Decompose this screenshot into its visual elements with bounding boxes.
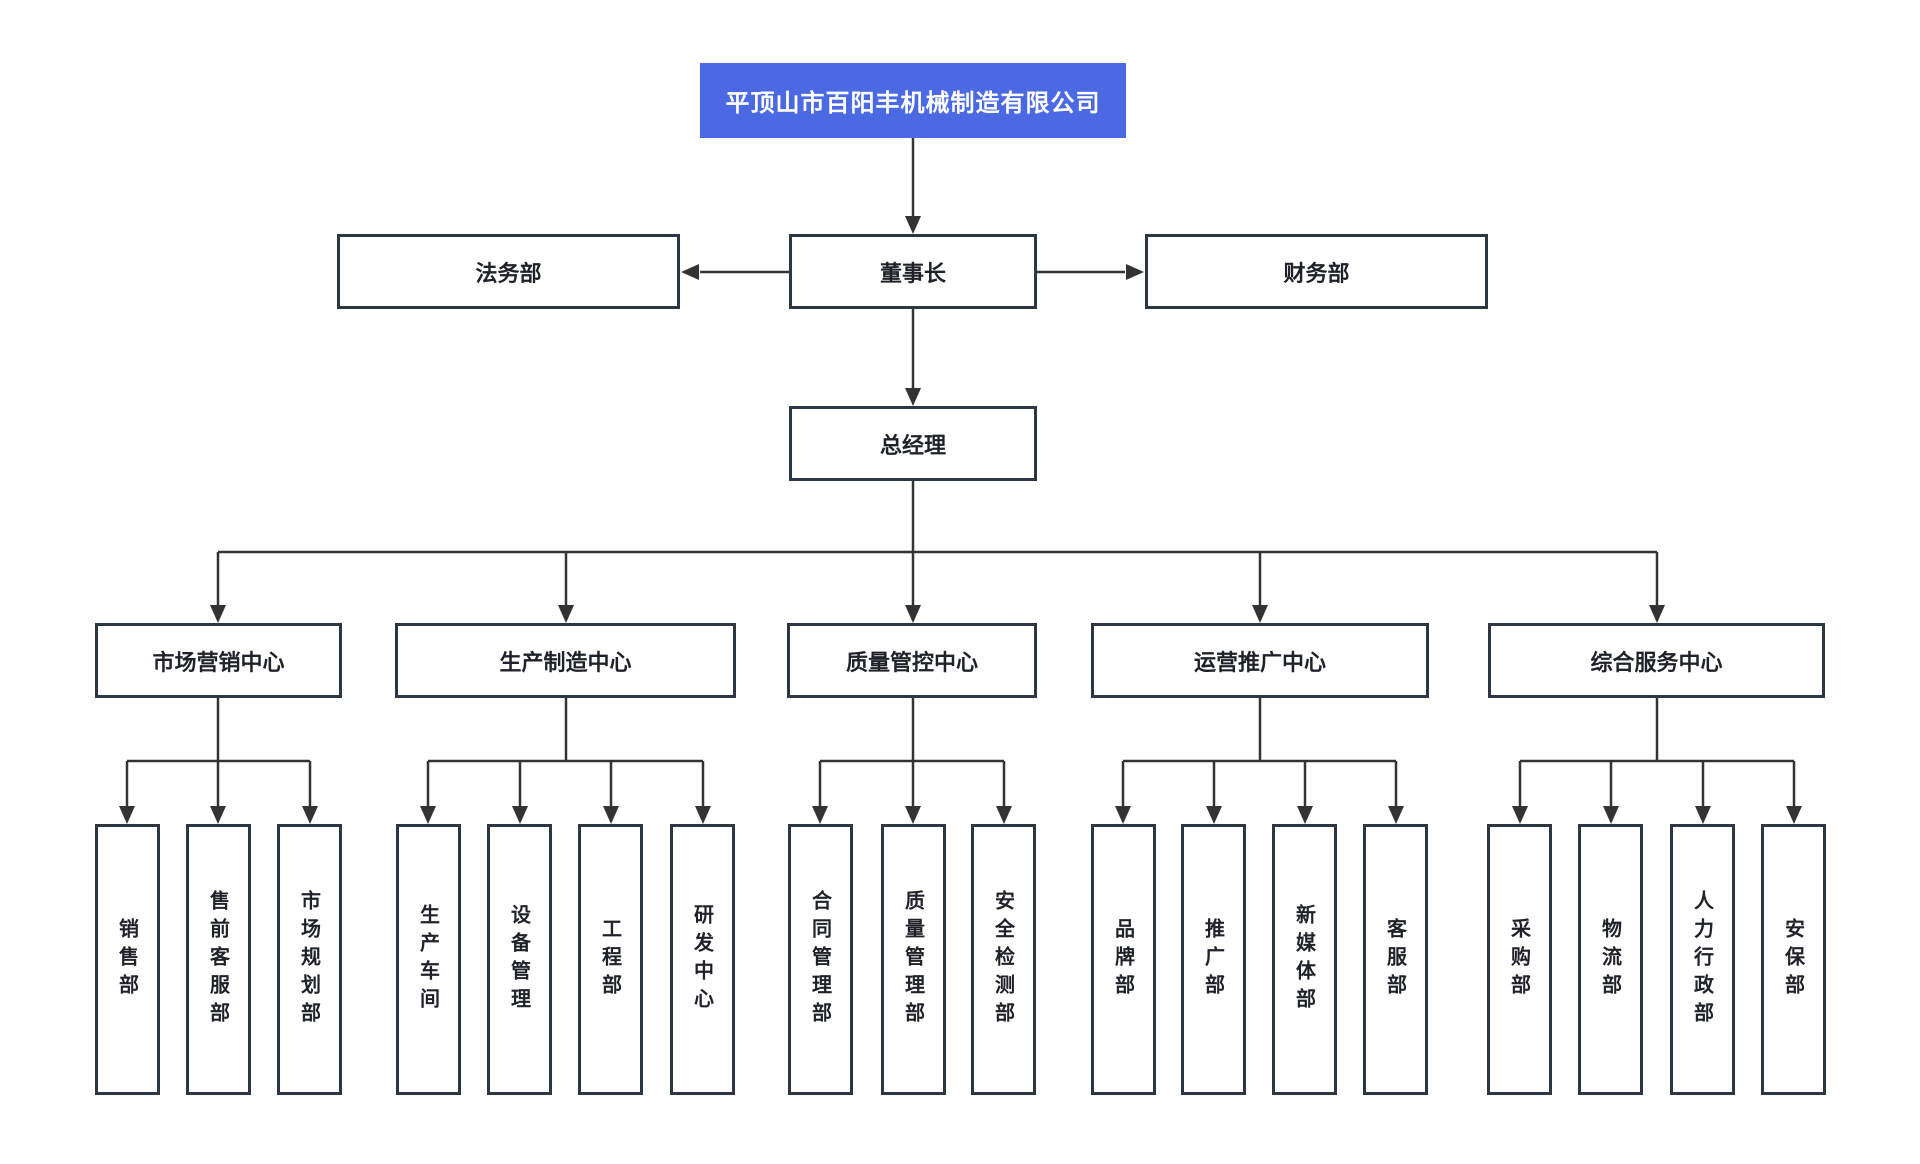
dept-label: 人力行政部 bbox=[1690, 889, 1715, 1030]
dept-production-workshop-node: 生产车间 bbox=[396, 824, 461, 1095]
general-manager-node: 总经理 bbox=[789, 406, 1037, 481]
dept-hr-admin-node: 人力行政部 bbox=[1670, 824, 1735, 1095]
center-marketing-node: 市场营销中心 bbox=[95, 623, 342, 698]
dept-brand-node: 品牌部 bbox=[1091, 824, 1156, 1095]
dept-contract-management-node: 合同管理部 bbox=[788, 824, 853, 1095]
dept-label: 采购部 bbox=[1507, 917, 1532, 1002]
dept-procurement-node: 采购部 bbox=[1487, 824, 1552, 1095]
dept-security-node: 安保部 bbox=[1761, 824, 1826, 1095]
dept-label: 物流部 bbox=[1598, 917, 1623, 1002]
dept-label: 品牌部 bbox=[1111, 917, 1136, 1002]
dept-quality-management-node: 质量管理部 bbox=[881, 824, 946, 1095]
dept-label: 合同管理部 bbox=[808, 889, 833, 1030]
dept-label: 质量管理部 bbox=[901, 889, 926, 1030]
dept-label: 推广部 bbox=[1201, 917, 1226, 1002]
dept-promotion-node: 推广部 bbox=[1181, 824, 1246, 1095]
dept-label: 市场规划部 bbox=[297, 889, 322, 1030]
dept-customer-service-node: 客服部 bbox=[1363, 824, 1428, 1095]
center-operations-node: 运营推广中心 bbox=[1091, 623, 1429, 698]
dept-market-planning-node: 市场规划部 bbox=[277, 824, 342, 1095]
center-services-node: 综合服务中心 bbox=[1488, 623, 1825, 698]
dept-label: 销售部 bbox=[115, 917, 140, 1002]
dept-label: 设备管理 bbox=[507, 903, 532, 1016]
chairman-node: 董事长 bbox=[789, 234, 1037, 309]
legal-dept-node: 法务部 bbox=[337, 234, 680, 309]
dept-label: 新媒体部 bbox=[1292, 903, 1317, 1016]
dept-new-media-node: 新媒体部 bbox=[1272, 824, 1337, 1095]
dept-label: 生产车间 bbox=[416, 903, 441, 1016]
dept-label: 安全检测部 bbox=[991, 889, 1016, 1030]
dept-label: 售前客服部 bbox=[206, 889, 231, 1030]
dept-equipment-management-node: 设备管理 bbox=[487, 824, 552, 1095]
finance-dept-node: 财务部 bbox=[1145, 234, 1488, 309]
dept-label: 客服部 bbox=[1383, 917, 1408, 1002]
dept-label: 安保部 bbox=[1781, 917, 1806, 1002]
dept-sales-node: 销售部 bbox=[95, 824, 160, 1095]
dept-safety-inspection-node: 安全检测部 bbox=[971, 824, 1036, 1095]
dept-label: 工程部 bbox=[598, 917, 623, 1002]
center-quality-node: 质量管控中心 bbox=[787, 623, 1037, 698]
dept-rd-center-node: 研发中心 bbox=[670, 824, 735, 1095]
dept-logistics-node: 物流部 bbox=[1578, 824, 1643, 1095]
center-production-node: 生产制造中心 bbox=[395, 623, 736, 698]
dept-label: 研发中心 bbox=[690, 903, 715, 1016]
company-root-node: 平顶山市百阳丰机械制造有限公司 bbox=[700, 63, 1126, 138]
dept-presales-service-node: 售前客服部 bbox=[186, 824, 251, 1095]
dept-engineering-node: 工程部 bbox=[578, 824, 643, 1095]
